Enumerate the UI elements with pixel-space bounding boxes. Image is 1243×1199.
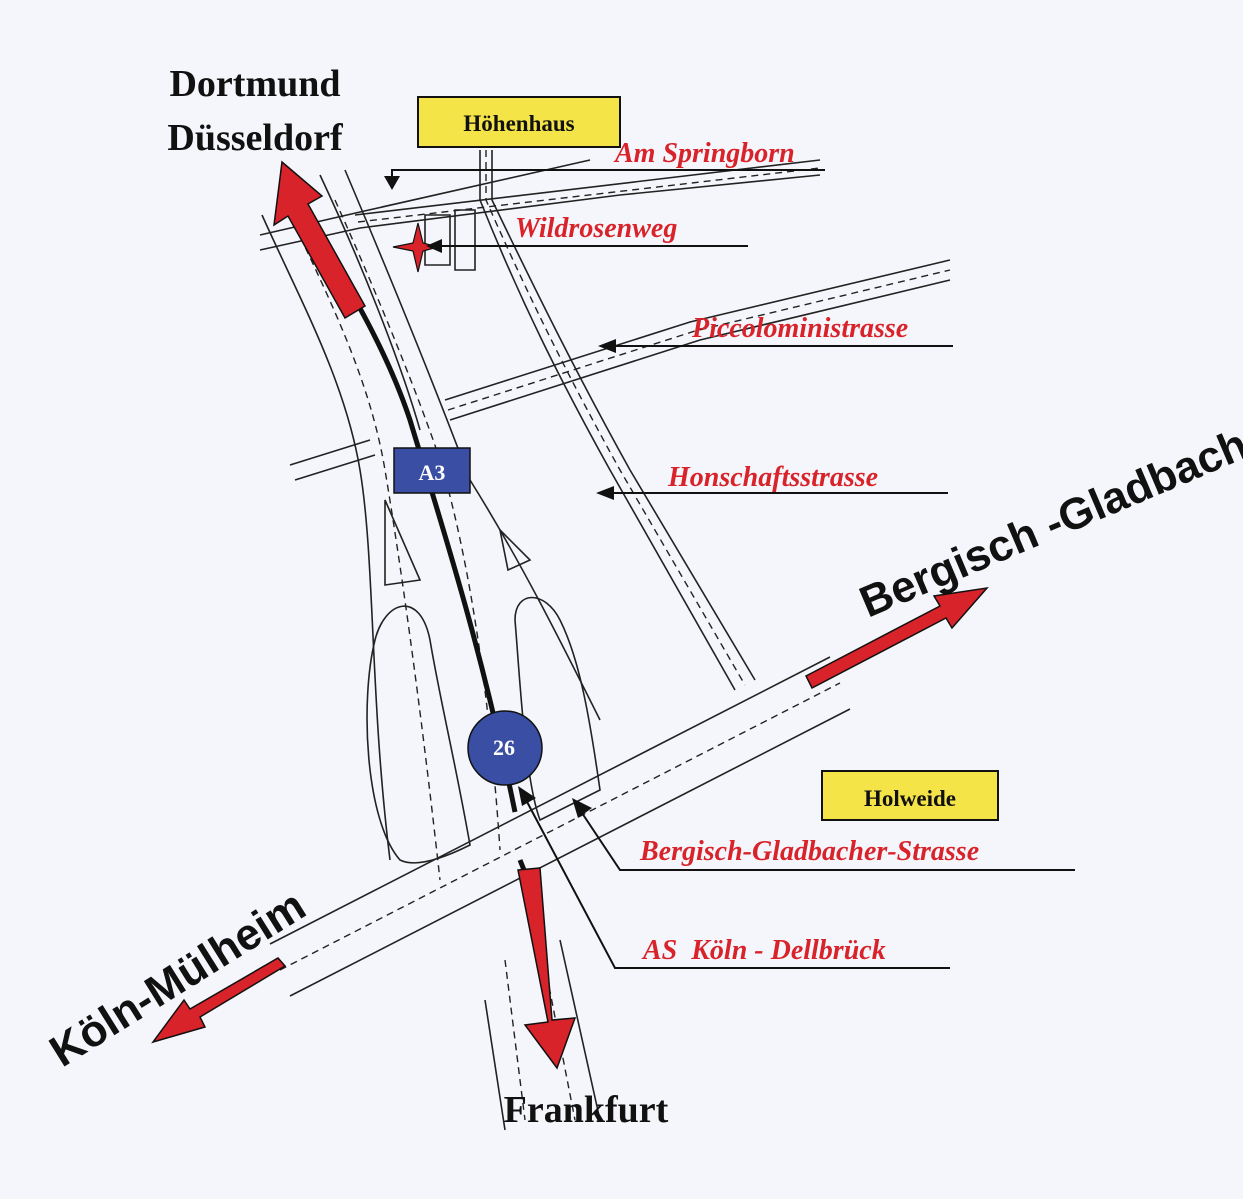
city-dortmund: Dortmund xyxy=(169,63,340,105)
district-holweide: Holweide xyxy=(864,786,956,811)
exit-number: 26 xyxy=(493,735,515,760)
arrow-east-icon xyxy=(804,586,989,690)
exit-koeln-dellbrueck: AS Köln - Dellbrück xyxy=(641,935,886,966)
leader-lines xyxy=(384,169,1075,969)
exit-sign-26 xyxy=(467,710,543,786)
arrow-west-icon xyxy=(151,957,287,1044)
district-hoehenhaus: Höhenhaus xyxy=(463,111,574,136)
street-honschaftsstrasse: Honschaftsstrasse xyxy=(667,462,878,493)
road-bergisch-gladbacher-strasse xyxy=(269,656,851,997)
arrow-south-icon xyxy=(517,867,577,1070)
arrow-north-icon xyxy=(273,160,367,320)
motorway-label: A3 xyxy=(419,460,446,485)
city-duesseldorf: Düsseldorf xyxy=(167,117,344,159)
street-piccoloministrasse: Piccoloministrasse xyxy=(691,313,908,344)
local-streets xyxy=(259,150,951,691)
district-box-hoehenhaus xyxy=(417,96,621,148)
street-bergisch-gladbacher-strasse: Bergisch-Gladbacher-Strasse xyxy=(639,836,979,867)
motorway-sign-a3 xyxy=(393,447,471,494)
city-bergisch-gladbach: Bergisch -Gladbach xyxy=(853,420,1243,628)
district-box-holweide xyxy=(821,770,999,821)
city-frankfurt: Frankfurt xyxy=(504,1089,669,1131)
destination-star-icon xyxy=(392,222,441,273)
street-wildrosenweg: Wildrosenweg xyxy=(515,213,677,244)
city-koeln-muelheim: Köln-Mülheim xyxy=(41,881,314,1077)
street-am-springborn: Am Springborn xyxy=(613,138,795,169)
